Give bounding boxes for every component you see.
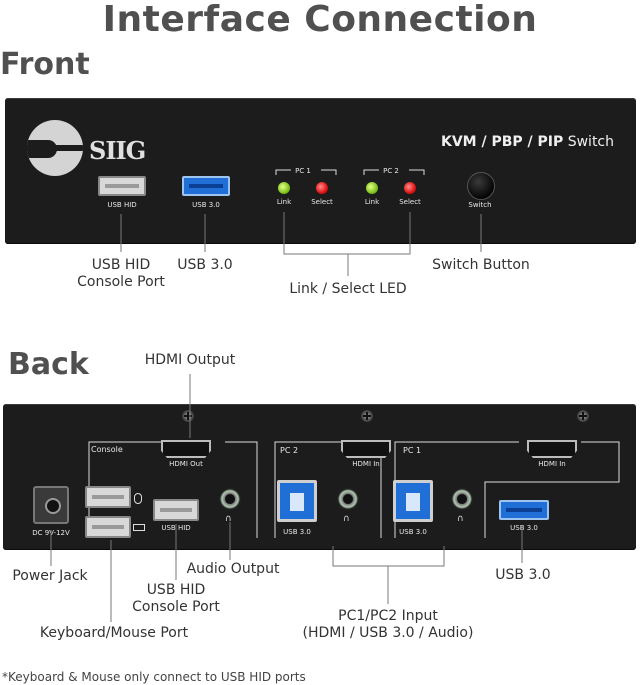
pc2-usb30-b-port[interactable] xyxy=(277,480,317,522)
callout-audio: Audio Output xyxy=(186,561,280,577)
front-usb-hid-port[interactable] xyxy=(98,176,146,196)
mouse-icon xyxy=(134,493,142,504)
callout-back-usb-hid: USB HID Console Port xyxy=(114,582,238,616)
pc2-select-led xyxy=(404,182,416,194)
pc2-link-led xyxy=(366,182,378,194)
pc2-usb30-label: USB 3.0 xyxy=(283,528,311,536)
switch-button[interactable] xyxy=(467,172,495,200)
footnote: *Keyboard & Mouse only connect to USB HI… xyxy=(2,670,306,684)
pc1-select-led xyxy=(316,182,328,194)
back-panel: DC 9V-12V Console HDMI Out USB HID ∩ PC … xyxy=(3,404,636,550)
front-usb-hid-label: USB HID xyxy=(107,201,137,209)
pc2-bracket xyxy=(363,169,425,175)
callout-kbm: Keyboard/Mouse Port xyxy=(39,625,189,641)
callout-back-usb30: USB 3.0 xyxy=(495,567,551,583)
back-heading: Back xyxy=(8,347,89,382)
pc1-hdmi-in-label: HDMI In xyxy=(538,460,566,468)
callout-pc-input: PC1/PC2 Input (HDMI / USB 3.0 / Audio) xyxy=(288,608,488,642)
screw-icon xyxy=(361,410,373,422)
back-usb30-port[interactable] xyxy=(499,500,549,520)
headphone-icon: ∩ xyxy=(457,514,464,524)
siig-logo-icon xyxy=(27,120,83,176)
pc2-link-label: Link xyxy=(364,198,380,206)
kbm-usb-port-2[interactable] xyxy=(85,516,131,538)
front-pc1-label: PC 1 xyxy=(295,167,311,175)
pc1-bracket xyxy=(275,169,337,175)
pc2-audio-jack[interactable] xyxy=(337,488,359,510)
model-switch-text: Switch xyxy=(567,134,615,150)
callout-power: Power Jack xyxy=(12,568,88,584)
front-heading: Front xyxy=(0,47,90,82)
model-kvm-text: KVM / PBP / PIP xyxy=(441,134,564,150)
back-hdmi-out-port[interactable] xyxy=(161,440,211,458)
pc1-usb30-label: USB 3.0 xyxy=(399,528,427,536)
pc1-usb30-b-port[interactable] xyxy=(393,480,433,522)
front-usb30-port[interactable] xyxy=(182,176,230,196)
pc2-hdmi-in-label: HDMI In xyxy=(352,460,380,468)
pc1-link-label: Link xyxy=(276,198,292,206)
callout-back-usb-hid-line1: USB HID xyxy=(146,582,206,598)
model-label: KVM / PBP / PIP Switch xyxy=(441,134,614,150)
pc1-hdmi-in-port[interactable] xyxy=(527,440,577,458)
callout-pc-input-line1: PC1/PC2 Input xyxy=(338,608,438,624)
front-pc2-label: PC 2 xyxy=(383,167,399,175)
page-title: Interface Connection xyxy=(102,0,538,40)
back-usb-hid-port[interactable] xyxy=(153,499,199,521)
audio-output-jack[interactable] xyxy=(219,488,241,510)
callout-front-usb-hid-line2: Console Port xyxy=(77,274,165,290)
back-pc1-label: PC 1 xyxy=(403,446,422,455)
callout-pc-input-line2: (HDMI / USB 3.0 / Audio) xyxy=(302,625,474,641)
callout-front-usb-hid-line1: USB HID xyxy=(91,257,151,273)
callout-front-usb-hid: USB HID Console Port xyxy=(60,257,182,291)
keyboard-icon xyxy=(133,524,145,531)
pc2-select-label: Select xyxy=(399,198,421,206)
back-pc2-label: PC 2 xyxy=(280,446,299,455)
screw-icon xyxy=(182,410,194,422)
headphone-icon: ∩ xyxy=(343,514,350,524)
kbm-usb-port-1[interactable] xyxy=(85,486,131,508)
pc1-select-label: Select xyxy=(311,198,333,206)
brand-name: SIIG xyxy=(89,136,146,165)
hdmi-out-label: HDMI Out xyxy=(169,460,203,468)
callout-hdmi-output: HDMI Output xyxy=(144,352,236,368)
front-panel: SIIG KVM / PBP / PIP Switch USB HID USB … xyxy=(5,98,636,244)
back-usb30-label: USB 3.0 xyxy=(510,524,538,532)
pc1-audio-jack[interactable] xyxy=(451,488,473,510)
callout-led: Link / Select LED xyxy=(289,281,407,297)
screw-icon xyxy=(577,410,589,422)
switch-button-label: Switch xyxy=(468,201,492,209)
pc1-link-led xyxy=(278,182,290,194)
callout-switch: Switch Button xyxy=(432,257,530,273)
pc2-hdmi-in-port[interactable] xyxy=(341,440,391,458)
callout-back-usb-hid-line2: Console Port xyxy=(132,599,220,615)
console-label: Console xyxy=(91,445,123,454)
callout-front-usb30: USB 3.0 xyxy=(177,257,233,273)
front-usb30-label: USB 3.0 xyxy=(192,201,220,209)
headphone-icon: ∩ xyxy=(225,514,232,524)
power-jack[interactable] xyxy=(33,486,69,524)
